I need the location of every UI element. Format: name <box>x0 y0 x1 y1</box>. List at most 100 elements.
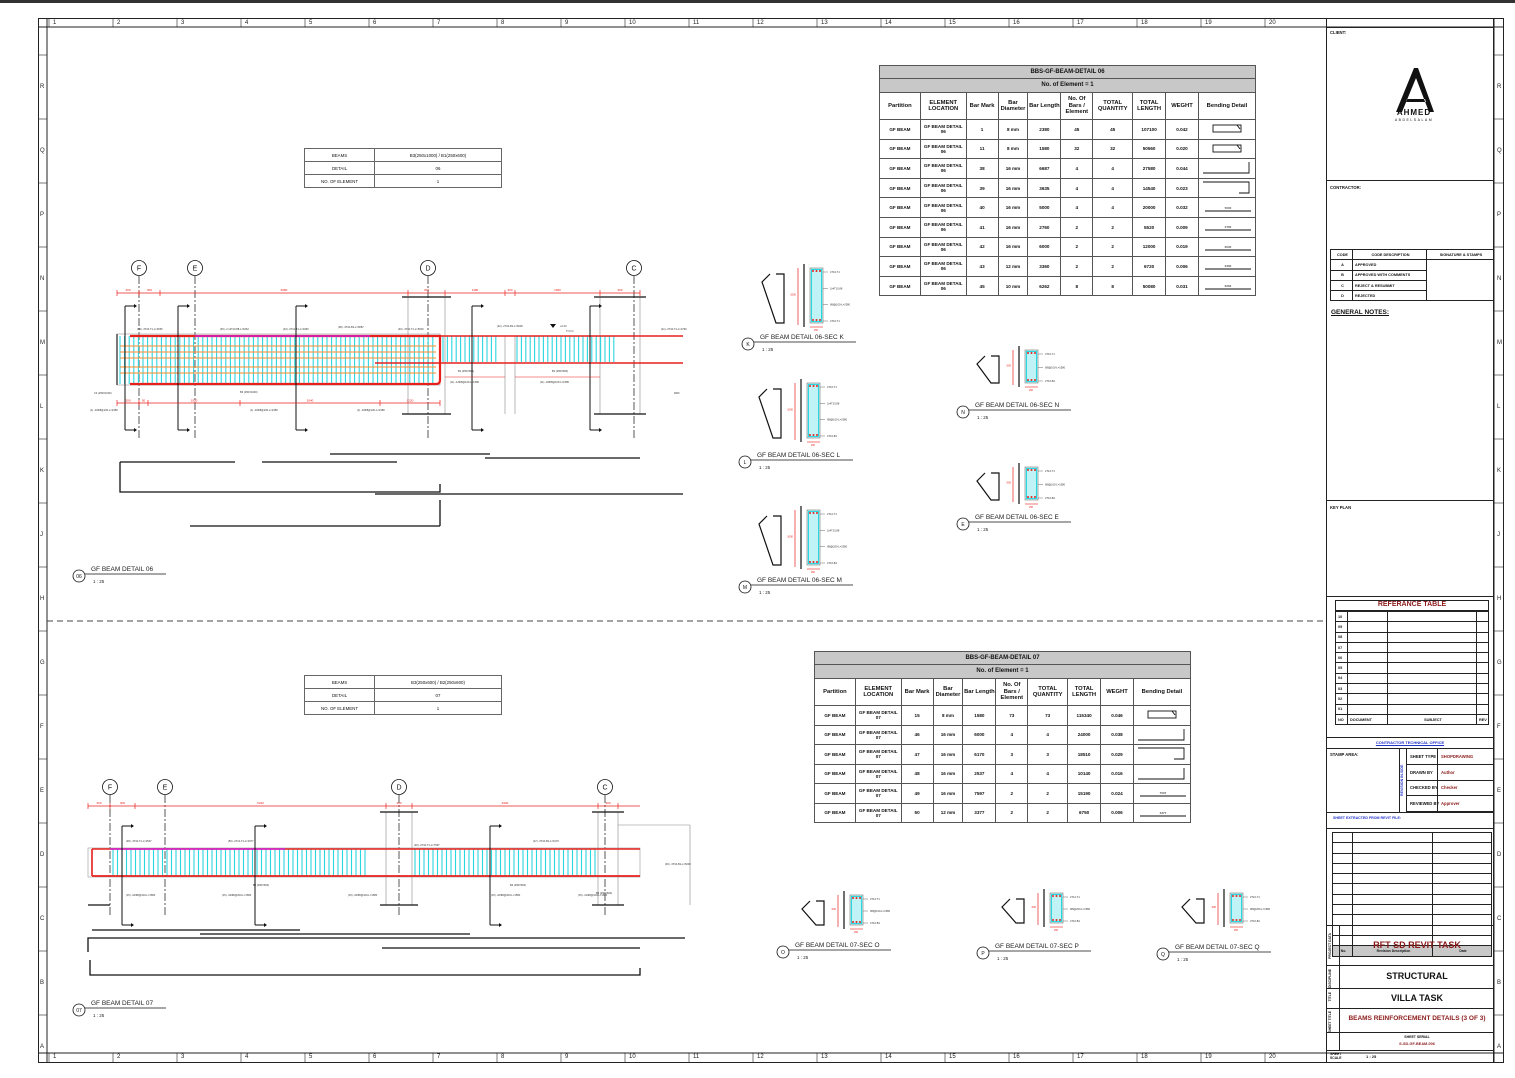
ruler-column-number: 12 <box>757 1054 764 1060</box>
ref-number: 10 <box>1335 610 1348 623</box>
bottom-bar <box>1034 379 1036 381</box>
contractor-label: CONTRACTOR: <box>1330 185 1362 190</box>
top-bar <box>855 897 858 899</box>
table-cell: 73 <box>995 705 1029 726</box>
section-note: 4T16-B1 <box>1070 919 1081 923</box>
table-cell: 16 mm <box>932 744 964 765</box>
table-cell: 3360 <box>1027 256 1062 277</box>
table-cell: GF BEAM <box>814 744 856 765</box>
table-cell: 41 <box>965 216 999 238</box>
table-cell: 2537 <box>962 763 997 784</box>
view-tag-circle <box>956 517 970 531</box>
table-cell: GF BEAM <box>814 783 856 804</box>
dimension-value: 4930 <box>502 801 509 805</box>
table-cell: 16 mm <box>932 724 964 745</box>
stirrup-shape <box>1001 898 1025 924</box>
table-cell: 2 <box>995 802 1029 823</box>
section-arrow-icon <box>131 824 134 828</box>
table-cell: 4 <box>1060 177 1094 199</box>
bending-detail-cell: 7597 <box>1132 783 1192 804</box>
section-note: Φ8@100-L=2380 <box>830 303 851 307</box>
ruler-column-number: 3 <box>181 20 185 26</box>
rebar-annotation: (15) -10Φ8@200-L=1580 <box>491 893 521 897</box>
detail-label: DETAIL <box>304 161 375 175</box>
table-cell: 0.016 <box>1100 763 1134 784</box>
table-cell: 16 mm <box>932 783 964 804</box>
view-title: GF BEAM DETAIL 06 <box>91 566 154 573</box>
section-note: 2T16-B1 <box>1045 496 1056 500</box>
bending-detail-cell: 6000 <box>1197 236 1257 258</box>
rebar-annotation: (40) -4T16-T1-L=5000 <box>398 327 424 331</box>
table-cell: 3377 <box>962 802 997 823</box>
table-cell: 45 <box>1060 119 1094 140</box>
top-bar <box>812 512 815 514</box>
dimension-value: 1180 <box>472 288 479 292</box>
main-rebar-b3 <box>130 334 442 386</box>
section-stirrup <box>808 511 819 564</box>
top-bar <box>1235 895 1238 897</box>
ref-number: 02 <box>1335 693 1348 705</box>
ruler-row-letter: P <box>1497 212 1502 218</box>
reference-row: 06 <box>1335 652 1489 664</box>
section-arrow-icon <box>264 923 267 927</box>
code-description: APPROVED <box>1352 259 1427 271</box>
column-header: Bar Mark <box>900 678 934 706</box>
ruler-row-letter: P <box>40 212 45 218</box>
view-title: GF BEAM DETAIL 07 <box>91 1000 154 1007</box>
discipline-label: DISCIPLINE <box>1328 969 1332 989</box>
top-bar <box>1059 895 1061 897</box>
ruler-row-letter: A <box>1497 1044 1502 1050</box>
section-note: 2x4T10.88 <box>827 401 840 405</box>
view-scale: 1 : 25 <box>759 590 771 595</box>
top-bar <box>816 512 818 514</box>
section-note: 2x4T10.88 <box>827 528 840 532</box>
revision-row <box>1332 873 1492 885</box>
bottom-bar <box>812 561 815 563</box>
ruler-row-letter: D <box>40 852 45 858</box>
table-cell: GF BEAM <box>814 802 856 823</box>
section-note: 4T16-T1 <box>1045 352 1055 356</box>
grid-bubble <box>420 260 436 276</box>
dimension-value: 300 <box>120 801 125 805</box>
table-cell: 10140 <box>1067 763 1102 784</box>
view-title: GF BEAM DETAIL 07-SEC Q <box>1175 944 1260 951</box>
rebar-annotation: B3 (250X1000) <box>240 390 258 394</box>
ruler-row-letter: R <box>1497 84 1502 90</box>
top-bar <box>1030 469 1033 471</box>
code: C <box>1330 279 1353 292</box>
column-header: Bar Mark <box>965 92 999 120</box>
ref-number: 04 <box>1335 672 1348 685</box>
ruler-column-number: 11 <box>693 20 700 26</box>
table-cell: 8 mm <box>997 119 1029 140</box>
view-tag: P <box>981 951 985 957</box>
table-cell: 4 <box>995 763 1029 784</box>
table-cell: 5000 <box>1027 197 1062 218</box>
table-cell: GF BEAM DETAIL 06 <box>919 119 967 140</box>
ruler-row-letter: Q <box>1497 148 1502 154</box>
section-note: Φ8@100-L=1580 <box>870 909 891 913</box>
table-cell: 15190 <box>1067 783 1102 804</box>
section-width: 250 <box>811 444 816 447</box>
section-depth: 600 <box>1032 905 1037 909</box>
code-description: APPROVED WITH COMMENTS <box>1352 269 1427 281</box>
top-bar <box>1034 352 1036 354</box>
table-cell: 8 mm <box>932 705 964 726</box>
bending-detail-cell <box>1132 705 1192 726</box>
bending-shape-L <box>1137 767 1185 780</box>
bottom-bar <box>1030 379 1033 381</box>
table-cell: 32 <box>1060 138 1094 160</box>
bottom-bar <box>812 319 814 321</box>
section-depth: 1000 <box>787 408 793 412</box>
section-note: 3T16-B1 <box>1250 919 1261 923</box>
section-depth: 600 <box>1007 364 1012 368</box>
table-cell: 4 <box>1092 177 1134 199</box>
contractor-technical-office-link[interactable]: CONTRACTOR TECHNICAL OFFICE <box>1375 740 1445 745</box>
detail-label: DETAIL <box>304 688 375 702</box>
section-depth: 1000 <box>787 535 793 539</box>
ruler-column-number: 19 <box>1205 1054 1212 1060</box>
revision-header: Date <box>1432 945 1492 957</box>
table-cell: 49 <box>900 783 934 804</box>
grid-bubble <box>131 260 147 276</box>
